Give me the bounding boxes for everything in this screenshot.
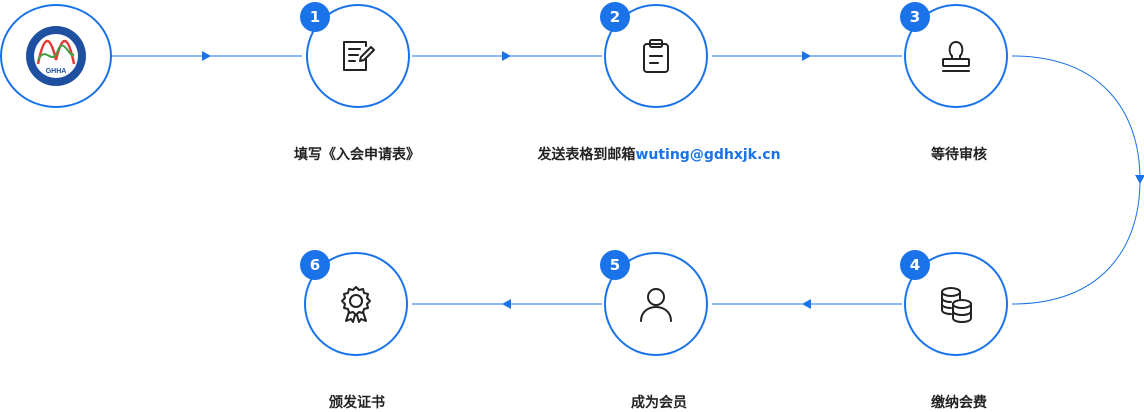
- arrow-head-5-6: [502, 299, 511, 309]
- certificate-badge-icon: [341, 286, 371, 323]
- step-2-label: 发送表格到邮箱wuting@gdhxjk.cn: [537, 144, 780, 164]
- clipboard-icon: [643, 39, 669, 73]
- arrow-head-1-2: [502, 51, 511, 61]
- association-logo: GHHA: [0, 4, 112, 108]
- arrow-head-3-4: [1135, 175, 1144, 184]
- arrow-head-logo-1: [202, 51, 211, 61]
- step-3-number-badge: 3: [900, 2, 930, 32]
- stamp-icon: [942, 41, 970, 72]
- step-6-number-badge: 6: [300, 250, 330, 280]
- user-icon: [640, 288, 672, 322]
- step-2-number-badge: 2: [600, 2, 630, 32]
- step-3-label: 等待审核: [931, 147, 987, 163]
- step-1-label: 填写《入会申请表》: [294, 147, 420, 163]
- connector-3-4: [1011, 55, 1141, 305]
- step-4-label: 缴纳会费: [931, 395, 987, 411]
- step-2-email-link[interactable]: wuting@gdhxjk.cn: [635, 147, 781, 163]
- step-5-number-badge: 5: [600, 250, 630, 280]
- arrow-head-2-3: [802, 51, 811, 61]
- step-1-number-badge: 1: [300, 2, 330, 32]
- coins-icon: [941, 287, 972, 323]
- step-2-label-text: 发送表格到邮箱: [537, 147, 636, 163]
- association-logo-icon: GHHA: [26, 26, 86, 86]
- step-6-circle: [304, 252, 408, 356]
- logo-text: GHHA: [46, 68, 67, 75]
- form-edit-icon: [343, 41, 375, 71]
- arrow-head-4-5: [802, 299, 811, 309]
- step-6-label: 颁发证书: [329, 395, 385, 411]
- step-4-number-badge: 4: [900, 250, 930, 280]
- step-5-label: 成为会员: [631, 395, 687, 411]
- step-4-circle: [904, 252, 1008, 356]
